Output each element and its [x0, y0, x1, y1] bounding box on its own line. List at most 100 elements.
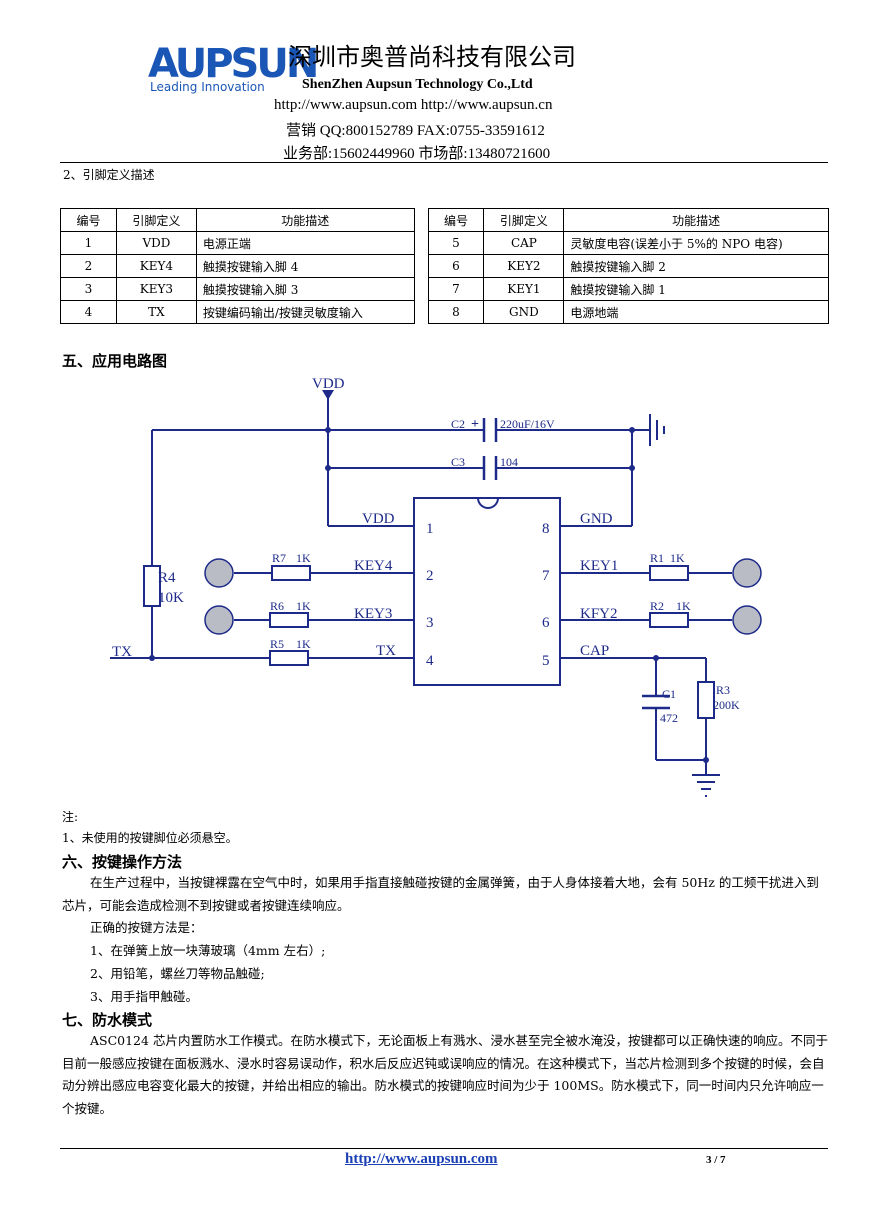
col-header-desc: 功能描述 [563, 208, 829, 232]
touch-pad-key2-icon [732, 605, 762, 635]
list-item: 2、用铅笔，螺丝刀等物品触碰; [90, 966, 265, 981]
c2-polarity-plus-icon: + [471, 417, 479, 432]
ground-bottom-icon [692, 774, 720, 797]
label-r6-value: 1K [296, 599, 311, 613]
pin-definition-title: 2、引脚定义描述 [63, 168, 155, 182]
key-operation-paragraph: 在生产过程中，当按键裸露在空气中时，如果用手指直接触碰按键的金属弹簧，由于人身体… [62, 875, 819, 913]
label-c3-value: 104 [500, 455, 518, 469]
key-method-intro: 正确的按键方法是： [90, 920, 203, 935]
footer-website-link[interactable]: http://www.aupsun.com [345, 1151, 498, 1167]
label-r3: R3 [716, 683, 730, 697]
notes-label: 注: [62, 810, 79, 824]
junction-dots [149, 427, 709, 763]
cell-no: 5 [427, 231, 485, 255]
logo-text: AUPSUN [148, 41, 319, 87]
page-number: 3 / 7 [706, 1154, 726, 1166]
pin-number: 3 [426, 615, 434, 631]
pin-label: KEY3 [354, 606, 392, 622]
header-urls: http://www.aupsun.com http://www.aupsun.… [274, 97, 553, 113]
cell-no: 6 [427, 254, 485, 278]
col-header-pin: 引脚定义 [115, 208, 197, 232]
list-item: 1、在弹簧上放一块薄玻璃（4mm 左右）; [90, 943, 326, 958]
key-operation-title: 六、按键操作方法 [62, 853, 183, 871]
cell-pin: TX [115, 300, 197, 324]
pin-label: VDD [362, 511, 395, 527]
cell-desc: 触摸按键输入脚 2 [563, 254, 829, 278]
touch-pad-key3-icon [204, 605, 234, 635]
header-contact-2: 业务部:15602449960 市场部:13480721600 [283, 146, 551, 162]
application-circuit-diagram: VDD C2 + 220uF/16V C3 104 R4 10K TX R7 1… [110, 376, 762, 797]
pin-label: KFY2 [580, 606, 618, 622]
label-r7: R7 [272, 551, 286, 565]
resistor-r6-icon [269, 612, 309, 628]
table-row: 1 VDD 电源正端 5 CAP 灵敏度电容(误差小于 5%的 NPO 电容) [60, 231, 829, 255]
pin-number: 8 [542, 521, 550, 537]
label-c1-value: 472 [660, 711, 678, 725]
footer-divider [60, 1148, 828, 1149]
label-c3: C3 [451, 455, 465, 469]
touch-pads [204, 558, 762, 635]
company-logo: AUPSUN Leading Innovation [148, 44, 319, 98]
col-header-pin: 引脚定义 [483, 208, 565, 232]
label-r5: R5 [270, 637, 284, 651]
cell-pin: KEY2 [483, 254, 565, 278]
pin-label: KEY4 [354, 558, 393, 574]
pin-number: 1 [426, 521, 434, 537]
cell-pin: GND [483, 300, 565, 324]
header-divider [60, 162, 828, 163]
waterproof-mode-title: 七、防水模式 [62, 1011, 153, 1029]
label-r4-value: 10K [158, 590, 184, 606]
pin-label: TX [376, 643, 396, 659]
cell-pin: VDD [115, 231, 197, 255]
cell-desc: 触摸按键输入脚 4 [195, 254, 415, 278]
table-gap [413, 277, 429, 301]
cell-pin: KEY1 [483, 277, 565, 301]
table-gap [413, 300, 429, 324]
resistor-r4-icon [143, 565, 161, 607]
touch-pad-key1-icon [732, 558, 762, 588]
label-vdd-supply: VDD [312, 376, 345, 392]
pin-number: 6 [542, 615, 550, 631]
label-r1: R1 [650, 551, 664, 565]
touch-pad-key4-icon [204, 558, 234, 588]
pin-number: 2 [426, 568, 434, 584]
pin-number: 4 [426, 653, 434, 669]
pin-label: GND [580, 511, 613, 527]
circuit-wires [110, 390, 732, 775]
cell-no: 3 [60, 277, 117, 301]
pin-number: 7 [542, 568, 550, 584]
label-r1-value: 1K [670, 551, 685, 565]
cell-no: 1 [60, 231, 117, 255]
cell-no: 4 [60, 300, 117, 324]
label-r2: R2 [650, 599, 664, 613]
label-c2: C2 [451, 417, 465, 431]
cell-no: 7 [427, 277, 485, 301]
company-name-cn: 深圳市奥普尚科技有限公司 [288, 43, 576, 71]
label-r5-value: 1K [296, 637, 311, 651]
cell-desc: 灵敏度电容(误差小于 5%的 NPO 电容) [563, 231, 829, 255]
cell-desc: 触摸按键输入脚 1 [563, 277, 829, 301]
col-header-no: 编号 [60, 208, 117, 232]
company-name-en: ShenZhen Aupsun Technology Co.,Ltd [302, 77, 533, 92]
resistor-r2-icon [649, 612, 689, 628]
waterproof-mode-paragraph: ASC0124 芯片内置防水工作模式。在防水模式下，无论面板上有溅水、浸水甚至完… [62, 1033, 828, 1116]
pin-number: 5 [542, 653, 550, 669]
table-row: 2 KEY4 触摸按键输入脚 4 6 KEY2 触摸按键输入脚 2 [60, 254, 829, 278]
list-item: 3、用手指甲触碰。 [90, 989, 198, 1004]
vdd-arrow-icon [322, 390, 334, 400]
resistor-r1-icon [649, 565, 689, 581]
label-r3-value: 200K [713, 698, 740, 712]
cell-desc: 按键编码输出/按键灵敏度输入 [195, 300, 415, 324]
label-c1: C1 [662, 687, 676, 701]
cell-desc: 电源正端 [195, 231, 415, 255]
table-row: 3 KEY3 触摸按键输入脚 3 7 KEY1 触摸按键输入脚 1 [60, 277, 829, 301]
capacitor-c3-icon [482, 456, 498, 480]
circuit-section-title: 五、应用电路图 [62, 352, 168, 370]
label-c2-value: 220uF/16V [500, 417, 555, 431]
logo-tagline: Leading Innovation [150, 80, 265, 94]
table-gap [413, 254, 429, 278]
cell-pin: KEY4 [115, 254, 197, 278]
resistor-r7-icon [271, 565, 311, 581]
cell-pin: KEY3 [115, 277, 197, 301]
label-r2-value: 1K [676, 599, 691, 613]
